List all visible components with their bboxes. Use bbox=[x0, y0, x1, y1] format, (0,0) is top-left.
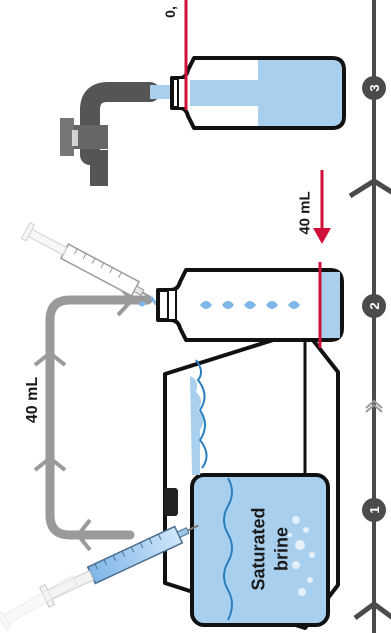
syringe-shadow-icon bbox=[0, 574, 78, 631]
transfer-volume-label: 40 mL bbox=[24, 376, 41, 424]
timeline-arrow-icon bbox=[348, 178, 391, 199]
brine-label-line2: brine bbox=[271, 526, 292, 572]
timeline-chevron-icon bbox=[365, 399, 383, 409]
brine-label-line1: Saturated bbox=[248, 507, 269, 591]
step-badge-2: 2 bbox=[362, 294, 386, 318]
bottle-icon-3 bbox=[170, 0, 346, 130]
transfer-path bbox=[33, 283, 153, 552]
timeline-arrow-icon-2 bbox=[353, 600, 391, 621]
syringe-icon-2 bbox=[20, 221, 158, 306]
dilution-label: 0, bbox=[162, 6, 178, 18]
tap-icon bbox=[60, 82, 180, 186]
step-badge-1: 1 bbox=[362, 498, 386, 522]
brine-container-icon bbox=[163, 327, 340, 630]
step-badge-3: 3 bbox=[362, 76, 386, 100]
mark-volume-label: 40 mL bbox=[296, 191, 314, 235]
bottle-icon bbox=[138, 262, 344, 348]
volume-mark-arrow bbox=[313, 170, 331, 244]
